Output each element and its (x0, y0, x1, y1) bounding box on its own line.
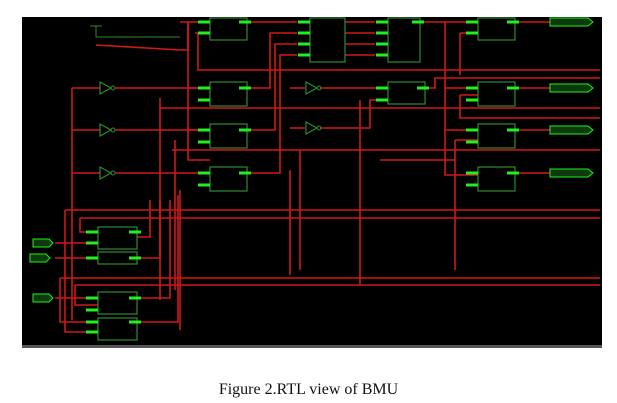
input-pin (198, 98, 210, 102)
output-port (549, 168, 594, 178)
input-pin (376, 31, 388, 35)
inverter-icon (99, 122, 113, 138)
wire (59, 278, 98, 323)
schematic-scroll-edge (22, 345, 602, 348)
output-pin (129, 256, 141, 260)
input-pin (466, 128, 478, 132)
output-pin (239, 86, 251, 90)
logic-cell (387, 17, 421, 63)
cells (29, 17, 594, 341)
input-pin (198, 140, 210, 144)
output-pin (129, 296, 141, 300)
wire (250, 54, 297, 174)
ground-wire (95, 26, 180, 38)
output-pin (129, 320, 141, 324)
input-pin (466, 86, 478, 90)
logic-cell (97, 317, 138, 341)
input-pin (376, 53, 388, 57)
input-pin (198, 86, 210, 90)
input-pin (298, 20, 310, 24)
input-pin (466, 31, 478, 35)
wire (425, 77, 600, 89)
output-pin (507, 128, 519, 132)
wire (137, 195, 179, 323)
logic-cell (209, 81, 248, 107)
input-pin (466, 183, 478, 187)
logic-cell (309, 17, 346, 63)
inverter-bubble (110, 127, 116, 133)
input-pin (376, 86, 388, 90)
input-pin (86, 230, 98, 234)
input-pin (86, 241, 98, 245)
output-port (549, 83, 594, 93)
input-port (32, 238, 54, 248)
output-pin (239, 20, 251, 24)
inverter-icon (305, 120, 319, 136)
output-pin (239, 171, 251, 175)
inverter-bubble (316, 125, 322, 131)
inverter-bubble (110, 170, 116, 176)
logic-cell (387, 81, 426, 105)
input-pin (86, 296, 98, 300)
input-port (32, 293, 54, 303)
input-pin (198, 20, 210, 24)
inverter-icon (305, 80, 319, 96)
wire (137, 200, 171, 299)
output-pin (239, 128, 251, 132)
wire (74, 285, 98, 306)
input-pin (376, 42, 388, 46)
logic-cell (209, 17, 248, 41)
input-pin (198, 128, 210, 132)
output-port (549, 125, 594, 135)
logic-cell (209, 166, 248, 192)
input-pin (198, 31, 210, 35)
input-pin (466, 171, 478, 175)
logic-cell (477, 123, 516, 149)
input-pin (198, 171, 210, 175)
output-pin (507, 171, 519, 175)
output-pin (507, 20, 519, 24)
input-pin (466, 98, 478, 102)
output-pin (129, 230, 141, 234)
logic-cell (477, 166, 516, 192)
input-pin (298, 53, 310, 57)
wire (459, 95, 600, 119)
input-pin (198, 183, 210, 187)
input-pin (376, 20, 388, 24)
input-pin (466, 20, 478, 24)
figure-caption: Figure 2.RTL view of BMU (218, 381, 399, 398)
inverter-bubble (316, 85, 322, 91)
logic-cell (477, 17, 516, 41)
input-pin (466, 140, 478, 144)
input-pin (298, 42, 310, 46)
wire (137, 200, 161, 259)
inverter-bubble (110, 85, 116, 91)
inverter-icon (99, 165, 113, 181)
input-pin (298, 31, 310, 35)
output-pin (507, 86, 519, 90)
logic-cell (97, 226, 138, 250)
wire (444, 22, 478, 176)
logic-cell (477, 81, 516, 107)
inverter-icon (99, 80, 113, 96)
wire (250, 32, 297, 89)
wire (187, 22, 210, 161)
logic-cell (209, 123, 248, 149)
output-port (549, 17, 594, 27)
input-pin (86, 308, 98, 312)
input-pin (86, 256, 98, 260)
input-pin (376, 98, 388, 102)
wire (137, 200, 151, 238)
wire (250, 43, 297, 131)
wires (55, 21, 600, 333)
logic-cell (97, 291, 138, 315)
output-pin (412, 20, 424, 24)
wire (195, 32, 600, 71)
input-pin (86, 330, 98, 334)
input-port (29, 253, 51, 263)
output-pin (417, 86, 429, 90)
rtl-schematic (22, 17, 602, 348)
input-pin (86, 320, 98, 324)
